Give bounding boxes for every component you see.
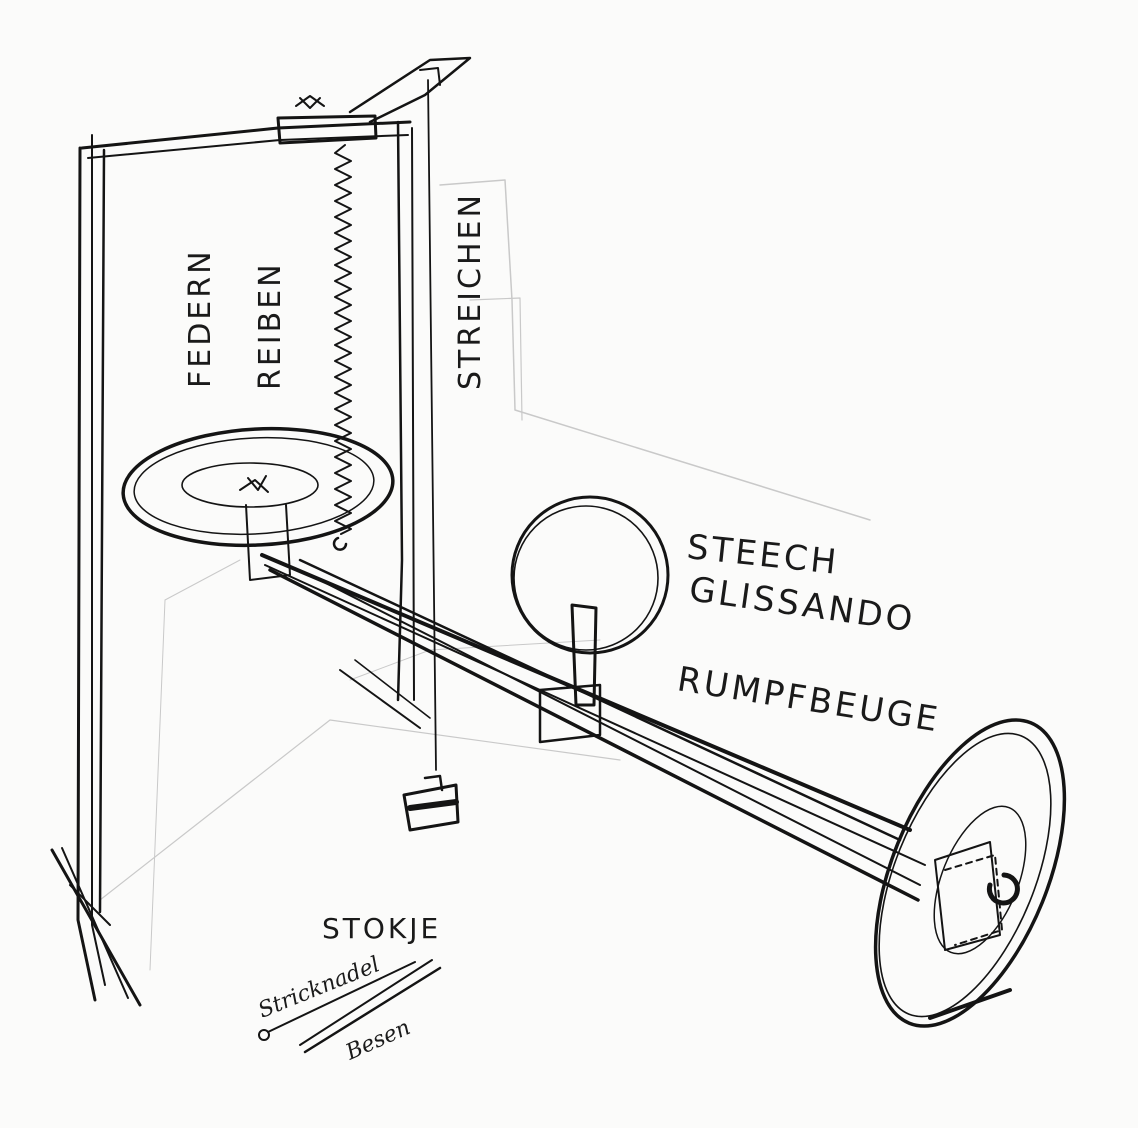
label-rumpfbeuge: RUMPFBEUGE <box>675 659 943 740</box>
stokje-sticks <box>258 959 442 1054</box>
frame <box>50 120 431 1007</box>
label-streichen: STREICHEN <box>453 192 488 390</box>
label-reiben: REIBEN <box>253 261 288 390</box>
label-federn: FEDERN <box>183 248 218 388</box>
lower-disc <box>873 718 1067 1028</box>
upper-disc <box>121 426 395 581</box>
label-stokje: STOKJE <box>322 912 441 945</box>
label-stricknadel: Stricknadel <box>255 952 384 1023</box>
label-glissando: GLISSANDO <box>687 569 918 640</box>
top-arm <box>276 56 472 145</box>
middle-disc <box>510 495 670 744</box>
spring <box>332 144 352 551</box>
shaft <box>260 553 926 902</box>
